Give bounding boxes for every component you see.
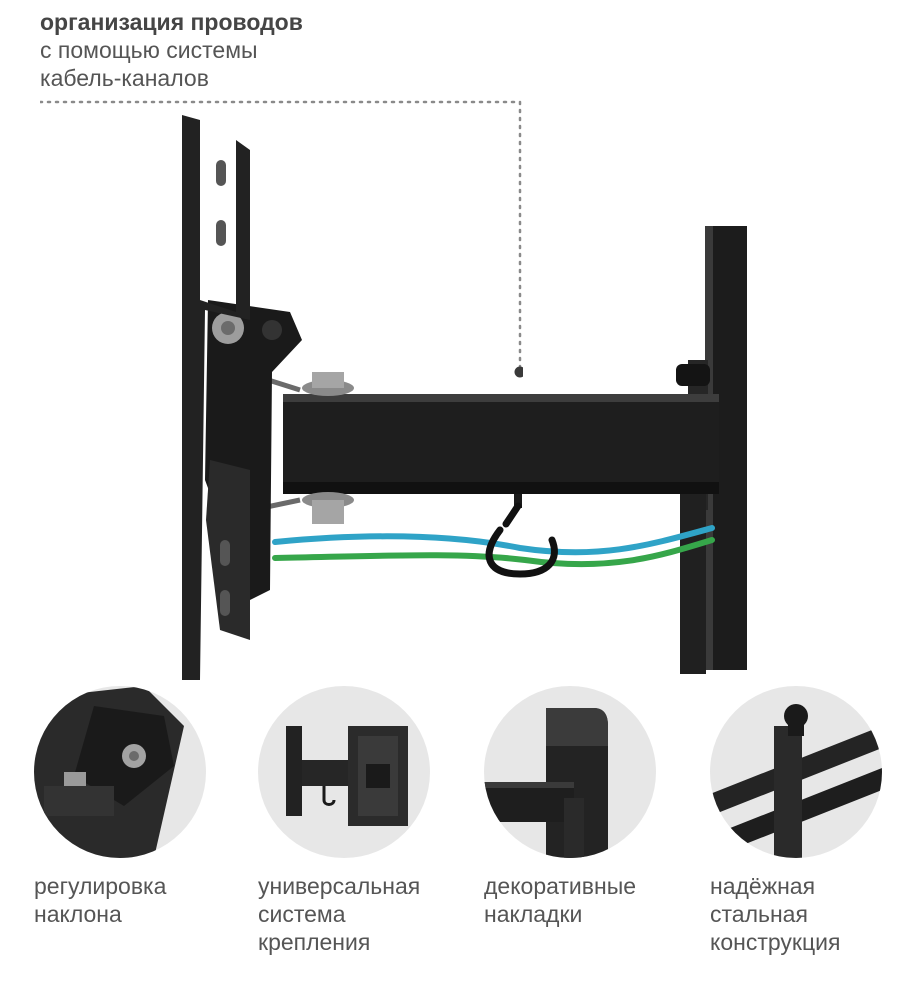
feature-tilt-caption: регулировка наклона xyxy=(34,873,167,927)
feature-decor: декоративные накладки xyxy=(484,686,714,928)
feature-steel: надёжная стальная конструкция xyxy=(710,686,899,956)
pivot-bolts xyxy=(261,372,354,524)
feature-universal: универсальная система крепления xyxy=(258,686,488,956)
callout-title: организация проводов xyxy=(40,9,303,35)
tilt-adjust-photo-icon xyxy=(34,686,206,858)
callout-line-2: кабель-каналов xyxy=(40,65,209,91)
feature-steel-caption: надёжная стальная конструкция xyxy=(710,873,841,955)
vesa-plate xyxy=(182,115,250,680)
callout: организация проводов с помощью системы к… xyxy=(40,8,303,92)
feature-universal-caption: универсальная система крепления xyxy=(258,873,421,955)
universal-mount-photo-icon xyxy=(258,686,430,858)
callout-line-1: с помощью системы xyxy=(40,37,258,63)
swing-arm xyxy=(283,394,719,674)
wall-mount-product-image xyxy=(182,115,747,680)
cable-hook xyxy=(485,494,558,578)
feature-tilt: регулировка наклона xyxy=(34,686,264,928)
decorative-cover-photo-icon xyxy=(484,686,656,858)
feature-list: регулировка наклона универсальная систем… xyxy=(0,686,899,984)
steel-construction-photo-icon xyxy=(710,686,882,858)
feature-decor-caption: декоративные накладки xyxy=(484,873,637,927)
cables xyxy=(272,525,715,568)
